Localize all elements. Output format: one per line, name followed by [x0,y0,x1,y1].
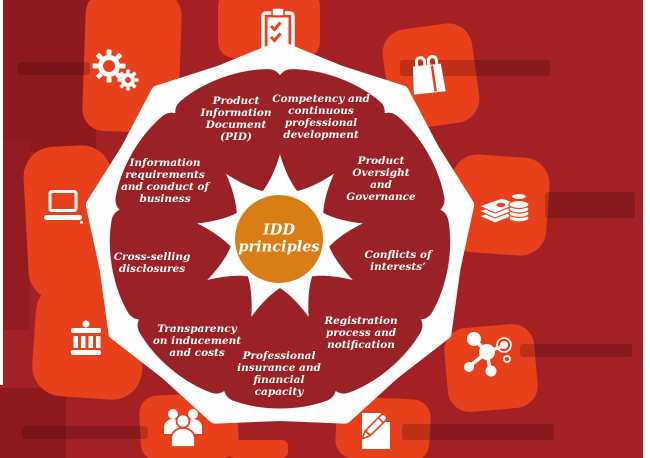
petal-shapes [109,69,451,409]
shopping-bag-icon [404,48,451,104]
ghost-text-band [18,62,90,75]
ghost-text-band [22,426,148,439]
gears-icon [91,49,141,95]
people-group-icon [160,404,206,454]
pen-document-icon [355,410,395,456]
molecule-icon [460,328,512,384]
center-circle [235,195,323,283]
ghost-text-band [545,192,635,218]
money-coins-icon [475,183,535,233]
ghost-text-band [520,344,632,357]
ghost-text-band [402,424,554,440]
bank-institution-icon [64,318,108,366]
laptop-icon [40,190,86,228]
checklist-clipboard-icon [259,7,297,57]
